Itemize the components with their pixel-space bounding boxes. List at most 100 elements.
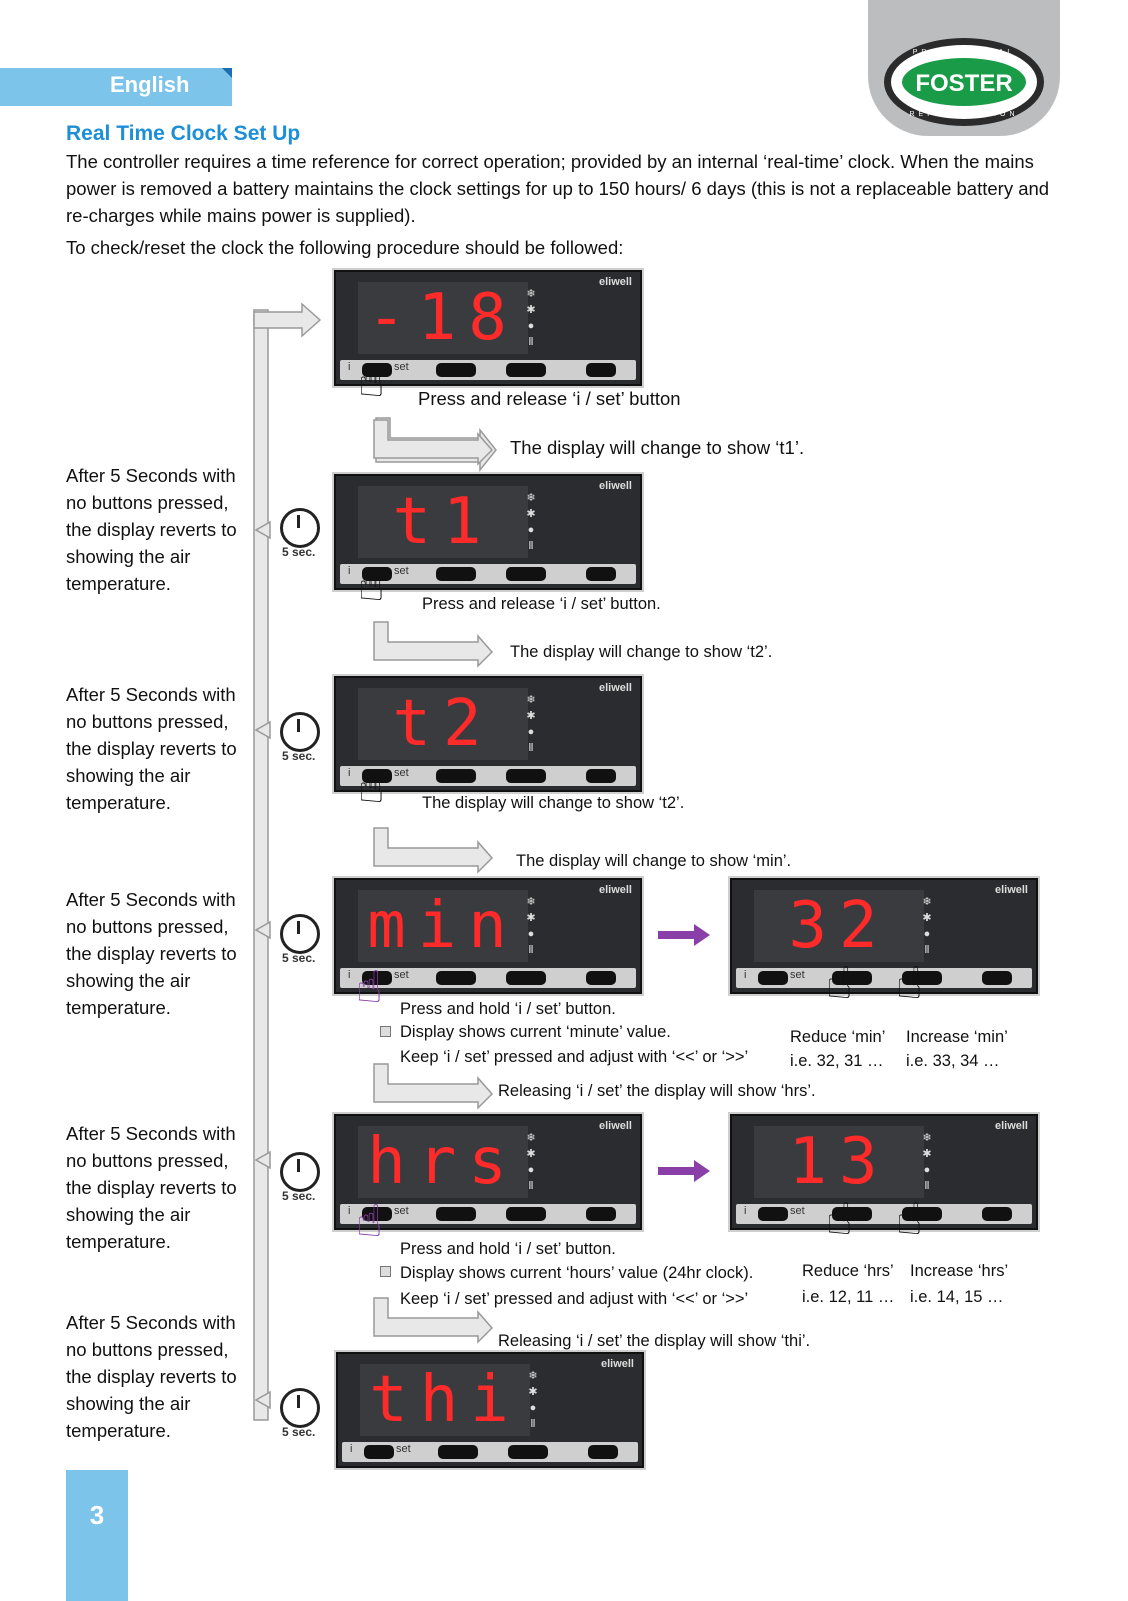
button-bar: i set [340, 968, 636, 988]
step-arrow [373, 827, 494, 874]
controller-panel: hrs eliwell ❄✱●Ⅱ i set [334, 1114, 642, 1230]
up-button[interactable] [506, 363, 546, 377]
pointing-hand-icon: ☝ [896, 1195, 923, 1244]
caption: Releasing ‘i / set’ the display will sho… [498, 1332, 811, 1350]
caption: Press and hold ‘i / set’ button. [400, 1000, 616, 1018]
display-digits: min [367, 889, 519, 963]
power-button[interactable] [982, 971, 1012, 985]
caption: Press and hold ‘i / set’ button. [400, 1240, 616, 1258]
panel-brand: eliwell [600, 1358, 634, 1370]
caption: i.e. 32, 31 … [790, 1052, 884, 1070]
controller-panel: -18 eliwell ❄✱●Ⅱ i set [334, 270, 642, 386]
i-set-button[interactable] [362, 567, 392, 581]
status-icons: ❄✱●Ⅱ [526, 694, 536, 754]
up-button[interactable] [902, 971, 942, 985]
caption: Keep ‘i / set’ pressed and adjust with ‘… [400, 1048, 749, 1066]
timer-clock-icon [280, 508, 320, 548]
display-screen: 13 [754, 1126, 924, 1198]
i-set-button[interactable] [362, 769, 392, 783]
set-label: set [790, 969, 805, 981]
down-button[interactable] [436, 769, 476, 783]
display-digits: 13 [788, 1125, 890, 1199]
power-button[interactable] [586, 1207, 616, 1221]
pointing-hand-icon: ☝ [358, 763, 385, 812]
i-set-button[interactable] [362, 363, 392, 377]
power-button[interactable] [586, 363, 616, 377]
step-arrow [373, 1297, 494, 1344]
procedure-intro: To check/reset the clock the following p… [66, 237, 624, 258]
power-button[interactable] [586, 567, 616, 581]
down-button[interactable] [832, 1207, 872, 1221]
button-bar: i set [340, 564, 636, 584]
timer-label: 5 sec. [282, 951, 316, 965]
logo-tab: FOSTER PROFESSIONAL REFRIGERATION [868, 0, 1060, 136]
caption: Press and release ‘i / set’ button. [422, 595, 661, 613]
power-button[interactable] [586, 971, 616, 985]
page-title: Real Time Clock Set Up [66, 122, 301, 145]
panel-brand: eliwell [994, 884, 1028, 896]
up-button[interactable] [902, 1207, 942, 1221]
panel-brand: eliwell [994, 1120, 1028, 1132]
controller-panel: t2 eliwell ❄✱●Ⅱ i set [334, 676, 642, 792]
caption: i.e. 12, 11 … [802, 1288, 895, 1306]
panel-brand: eliwell [598, 480, 632, 492]
i-label: i [744, 1205, 747, 1217]
status-icons: ❄✱●Ⅱ [922, 896, 932, 956]
timer-clock-icon [280, 1152, 320, 1192]
down-button[interactable] [436, 567, 476, 581]
down-button[interactable] [436, 363, 476, 377]
up-button[interactable] [506, 1207, 546, 1221]
panel-brand: eliwell [598, 276, 632, 288]
down-button[interactable] [436, 1207, 476, 1221]
status-icons: ❄✱●Ⅱ [526, 896, 536, 956]
i-label: i [348, 1205, 351, 1217]
power-button[interactable] [982, 1207, 1012, 1221]
i-set-button[interactable] [758, 1207, 788, 1221]
set-label: set [396, 1443, 411, 1455]
display-screen: t2 [358, 688, 528, 760]
i-set-button[interactable] [364, 1445, 394, 1459]
down-button[interactable] [438, 1445, 478, 1459]
i-label: i [348, 361, 351, 373]
pointing-hand-icon: ☝ [358, 561, 385, 610]
i-label: i [744, 969, 747, 981]
i-set-button[interactable] [362, 1207, 392, 1221]
pointing-hand-icon: ☝ [356, 963, 383, 1012]
panel-brand: eliwell [598, 682, 632, 694]
caption: Releasing ‘i / set’ the display will sho… [498, 1082, 816, 1100]
pointing-hand-icon: ☝ [826, 1195, 853, 1244]
power-button[interactable] [586, 769, 616, 783]
display-screen: t1 [358, 486, 528, 558]
timer-label: 5 sec. [282, 1189, 316, 1203]
up-button[interactable] [506, 971, 546, 985]
display-screen: hrs [358, 1126, 528, 1198]
i-set-button[interactable] [758, 971, 788, 985]
down-button[interactable] [832, 971, 872, 985]
set-label: set [394, 565, 409, 577]
up-button[interactable] [508, 1445, 548, 1459]
power-button[interactable] [588, 1445, 618, 1459]
language-tab: English [0, 68, 232, 106]
caption: The display will change to show ‘min’. [516, 852, 792, 870]
caption: Reduce ‘min’ [790, 1028, 886, 1046]
i-label: i [348, 969, 351, 981]
up-button[interactable] [506, 769, 546, 783]
button-bar: i set [340, 1204, 636, 1224]
controller-panel: 32 eliwell ❄✱●Ⅱ i set [730, 878, 1038, 994]
page-number-tab: 3 [66, 1470, 128, 1601]
controller-panel: 13 eliwell ❄✱●Ⅱ i set [730, 1114, 1038, 1230]
up-button[interactable] [506, 567, 546, 581]
bullet-icon [380, 1026, 391, 1037]
side-note: After 5 Seconds with no buttons pressed,… [66, 1123, 237, 1252]
tab-corner [222, 68, 232, 78]
caption: i.e. 33, 34 … [906, 1052, 1000, 1070]
caption: Reduce ‘hrs’ [802, 1262, 894, 1280]
caption: i.e. 14, 15 … [910, 1288, 1004, 1306]
status-icons: ❄✱●Ⅱ [526, 1132, 536, 1192]
i-set-button[interactable] [362, 971, 392, 985]
controller-panel: t1 eliwell ❄✱●Ⅱ i set [334, 474, 642, 590]
pointing-hand-icon: ☝ [356, 1197, 383, 1246]
timer-label: 5 sec. [282, 545, 316, 559]
down-button[interactable] [436, 971, 476, 985]
step-arrow [373, 419, 494, 466]
